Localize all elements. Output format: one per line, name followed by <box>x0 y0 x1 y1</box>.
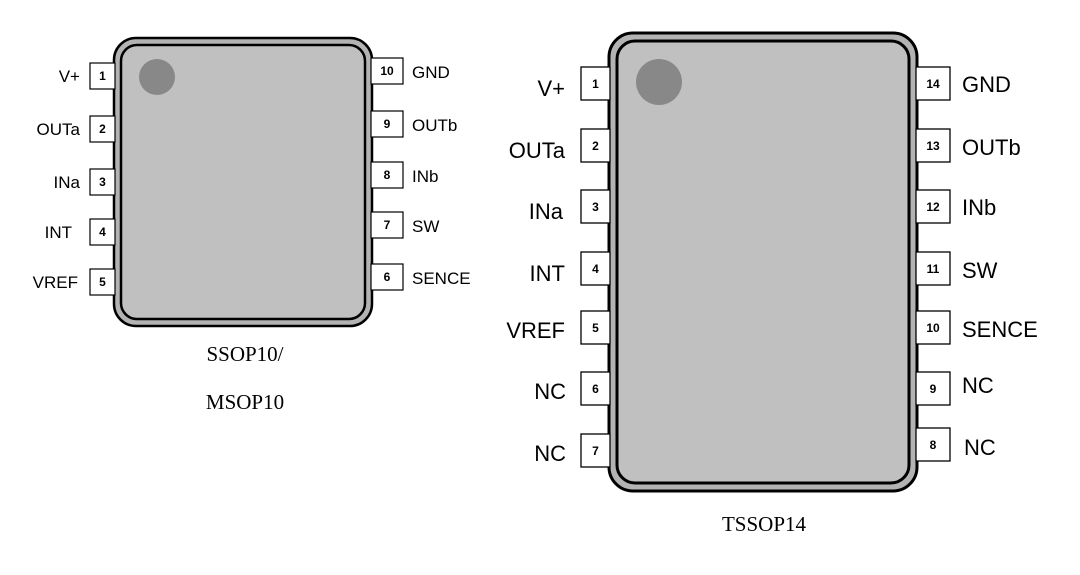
tssop14-pin-5: 5 VREF <box>506 310 611 345</box>
pin-number: 1 <box>592 77 599 91</box>
ssop10-pin-9: 9 OUTb <box>370 110 457 138</box>
tssop14-body <box>615 39 911 485</box>
pin-number: 6 <box>384 270 391 284</box>
pin-label: VREF <box>33 273 78 292</box>
pin-number: 5 <box>592 321 599 335</box>
ssop10-package: 1 V+ 2 OUTa 3 INa 4 INT 5 VREF 10 GND <box>33 36 471 414</box>
tssop14-pin-13: 13 OUTb <box>915 128 1021 163</box>
pin-number: 9 <box>930 382 937 396</box>
tssop14-pin-3: 3 INa <box>529 189 611 224</box>
pin-number: 4 <box>592 262 599 276</box>
ssop10-pin1-marker <box>139 59 175 95</box>
pin-label: V+ <box>59 67 80 86</box>
pin-label: OUTa <box>509 138 566 163</box>
pin-label: NC <box>534 379 566 404</box>
pin-number: 14 <box>926 77 940 91</box>
pin-label: INT <box>530 261 565 286</box>
ssop10-pin-7: 7 SW <box>370 211 439 239</box>
pin-label: INb <box>412 167 438 186</box>
ssop10-pin-3: 3 INa <box>54 168 116 196</box>
ssop10-pin-1: 1 V+ <box>59 62 116 90</box>
pin-label: NC <box>964 435 996 460</box>
pin-number: 9 <box>384 117 391 131</box>
pin-number: 5 <box>99 275 106 289</box>
ssop10-pin-4: 4 INT <box>45 218 116 246</box>
pin-number: 12 <box>926 200 940 214</box>
pin-label: INa <box>529 199 564 224</box>
pin-label: GND <box>962 72 1011 97</box>
pin-label: OUTb <box>962 135 1021 160</box>
pin-label: GND <box>412 63 450 82</box>
tssop14-pin-9: 9 NC <box>915 371 994 406</box>
pin-number: 10 <box>926 321 940 335</box>
tssop14-caption: TSSOP14 <box>722 512 807 536</box>
ssop10-body <box>119 43 367 321</box>
ssop10-caption-line-1: SSOP10/ <box>206 342 283 366</box>
pin-number: 7 <box>592 444 599 458</box>
pin-label: VREF <box>506 318 565 343</box>
pin-number: 3 <box>592 200 599 214</box>
ssop10-pin-10: 10 GND <box>370 57 450 85</box>
pin-label: INT <box>45 223 72 242</box>
pin-label: INa <box>54 173 81 192</box>
ssop10-pin-2: 2 OUTa <box>37 115 116 143</box>
pin-number: 7 <box>384 218 391 232</box>
tssop14-pin1-marker <box>636 59 682 105</box>
pin-number: 13 <box>926 139 940 153</box>
pin-label: OUTb <box>412 116 457 135</box>
tssop14-pin-4: 4 INT <box>530 251 611 286</box>
pin-number: 8 <box>930 438 937 452</box>
pin-number: 4 <box>99 225 106 239</box>
pin-label: INb <box>962 195 996 220</box>
pin-label: NC <box>962 373 994 398</box>
pin-label: NC <box>534 441 566 466</box>
pin-label: SENCE <box>962 317 1038 342</box>
tssop14-package: 1 V+ 2 OUTa 3 INa 4 INT 5 VREF 6 NC <box>506 31 1038 536</box>
pin-label: SENCE <box>412 269 471 288</box>
pin-number: 2 <box>592 139 599 153</box>
ssop10-pin-8: 8 INb <box>370 161 438 189</box>
tssop14-pin-7: 7 NC <box>534 433 611 468</box>
pin-number: 1 <box>99 69 106 83</box>
tssop14-pin-2: 2 OUTa <box>509 128 611 163</box>
ssop10-pin-5: 5 VREF <box>33 268 116 296</box>
tssop14-pin-11: 11 SW <box>915 251 998 286</box>
tssop14-pin-8: 8 NC <box>915 427 996 462</box>
pin-number: 6 <box>592 382 599 396</box>
tssop14-pin-14: 14 GND <box>915 66 1011 101</box>
pin-label: V+ <box>537 76 565 101</box>
tssop14-pin-1: 1 V+ <box>537 66 611 101</box>
pin-number: 3 <box>99 175 106 189</box>
ssop10-pin-6: 6 SENCE <box>370 263 471 291</box>
tssop14-pin-12: 12 INb <box>915 189 996 224</box>
pin-label: SW <box>412 217 439 236</box>
pin-label: SW <box>962 258 998 283</box>
pin-number: 11 <box>927 262 940 276</box>
pin-number: 8 <box>384 168 391 182</box>
ssop10-caption-line-2: MSOP10 <box>206 390 284 414</box>
pin-number: 10 <box>380 64 394 78</box>
pin-number: 2 <box>99 122 106 136</box>
pin-label: OUTa <box>37 120 81 139</box>
tssop14-pin-6: 6 NC <box>534 371 611 406</box>
tssop14-pin-10: 10 SENCE <box>915 310 1038 345</box>
